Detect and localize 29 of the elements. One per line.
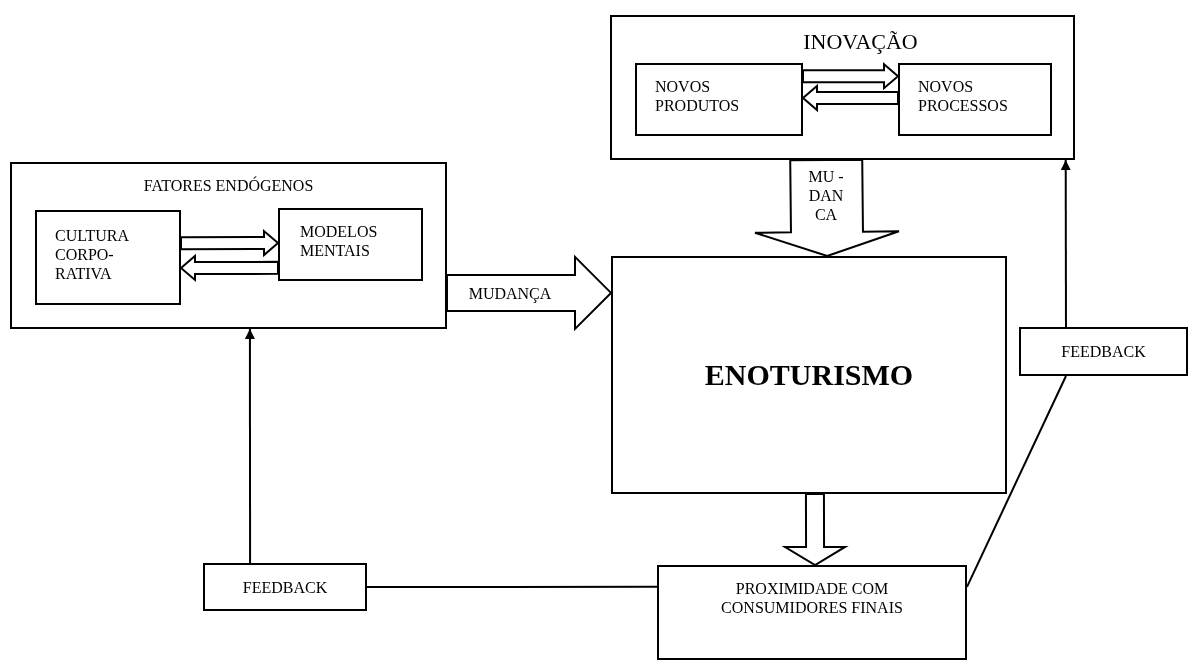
group-title: INOVAÇÃO (802, 29, 919, 55)
block-arrow (802, 61, 900, 91)
process-box (611, 256, 1007, 494)
arrow (244, 328, 255, 564)
box-text: ENOTURISMO (704, 358, 914, 392)
box-text: PROXIMIDADE COM CONSUMIDORES FINAIS (720, 579, 904, 617)
process-box (657, 565, 967, 660)
block-arrow (179, 253, 279, 283)
process-box (35, 210, 181, 305)
feedback-box (1019, 327, 1188, 376)
box-text: NOVOS PROCESSOS (918, 77, 1009, 115)
block-arrow (801, 83, 899, 113)
feedback-box (203, 563, 367, 611)
group-title: FATORES ENDÓGENOS (142, 176, 315, 195)
group-box (610, 15, 1075, 160)
process-box (278, 208, 423, 281)
block-arrow (180, 228, 280, 258)
process-box (635, 63, 803, 136)
box-text: NOVOS PRODUTOS (655, 77, 741, 115)
box-text: FEEDBACK (242, 577, 328, 597)
box-text: MODELOS MENTAIS (300, 222, 379, 260)
block-arrow (781, 492, 849, 567)
arrow (1060, 159, 1071, 328)
process-box (898, 63, 1052, 136)
group-box (10, 162, 447, 329)
connector-line (966, 375, 1067, 588)
connector-line (366, 585, 658, 588)
box-text: CULTURA CORPO- RATIVA (55, 226, 130, 283)
box-text: FEEDBACK (1061, 342, 1146, 361)
